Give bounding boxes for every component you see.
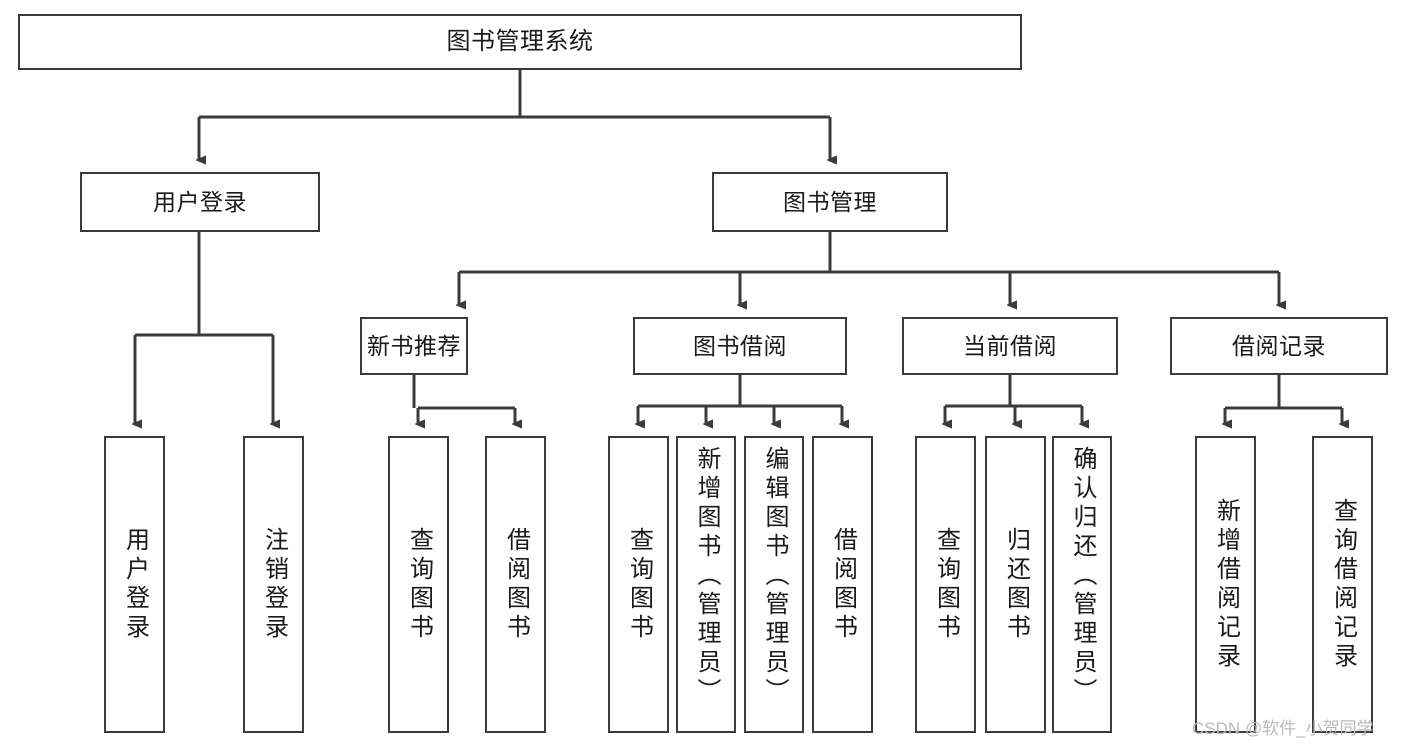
node-new-book-recommend[interactable]: 新书推荐 (360, 317, 468, 375)
leaf-current-borrow-confirm-return-admin[interactable]: 确认归还（管理员） (1052, 436, 1112, 733)
node-book-management[interactable]: 图书管理 (712, 172, 948, 232)
node-book-borrow[interactable]: 图书借阅 (633, 317, 847, 375)
leaf-book-borrow-edit-book-admin[interactable]: 编辑图书（管理员） (744, 436, 804, 733)
node-label: 当前借阅 (963, 332, 1057, 359)
node-root-book-management-system[interactable]: 图书管理系统 (18, 14, 1022, 70)
node-label: 新增图书（管理员） (693, 446, 720, 707)
node-label: 注销登录 (260, 526, 288, 643)
node-current-borrow[interactable]: 当前借阅 (902, 317, 1118, 375)
node-label: 图书管理系统 (446, 28, 594, 56)
node-label: 新书推荐 (367, 332, 461, 359)
leaf-borrow-record-query-record[interactable]: 查询借阅记录 (1312, 436, 1373, 733)
leaf-book-borrow-query-book[interactable]: 查询图书 (608, 436, 669, 733)
leaf-book-borrow-borrow-book[interactable]: 借阅图书 (812, 436, 873, 733)
node-label: 借阅图书 (829, 526, 857, 643)
leaf-user-login-logout[interactable]: 注销登录 (243, 436, 304, 733)
node-label: 借阅图书 (502, 526, 530, 643)
leaf-new-book-query-book[interactable]: 查询图书 (388, 436, 449, 733)
watermark-text: CSDN @软件_小贺同学 (1192, 719, 1374, 738)
node-label: 查询图书 (625, 526, 653, 643)
leaf-current-borrow-return-book[interactable]: 归还图书 (985, 436, 1046, 733)
node-label: 用户登录 (121, 526, 149, 643)
node-label: 借阅记录 (1232, 332, 1326, 359)
node-label: 查询图书 (932, 526, 960, 643)
leaf-user-login-login[interactable]: 用户登录 (104, 436, 165, 733)
node-label: 归还图书 (1002, 526, 1030, 643)
node-label: 图书借阅 (693, 332, 787, 359)
node-label: 用户登录 (153, 188, 247, 215)
node-label: 新增借阅记录 (1212, 497, 1240, 672)
leaf-current-borrow-query-book[interactable]: 查询图书 (915, 436, 976, 733)
node-label: 编辑图书（管理员） (761, 446, 788, 707)
node-label: 图书管理 (783, 188, 877, 215)
node-borrow-record[interactable]: 借阅记录 (1170, 317, 1388, 375)
leaf-borrow-record-add-record[interactable]: 新增借阅记录 (1195, 436, 1256, 733)
node-label: 查询图书 (405, 526, 433, 643)
node-label: 查询借阅记录 (1329, 497, 1357, 672)
node-user-login[interactable]: 用户登录 (80, 172, 320, 232)
node-label: 确认归还（管理员） (1069, 446, 1096, 707)
leaf-new-book-borrow-book[interactable]: 借阅图书 (485, 436, 546, 733)
leaf-book-borrow-add-book-admin[interactable]: 新增图书（管理员） (676, 436, 736, 733)
